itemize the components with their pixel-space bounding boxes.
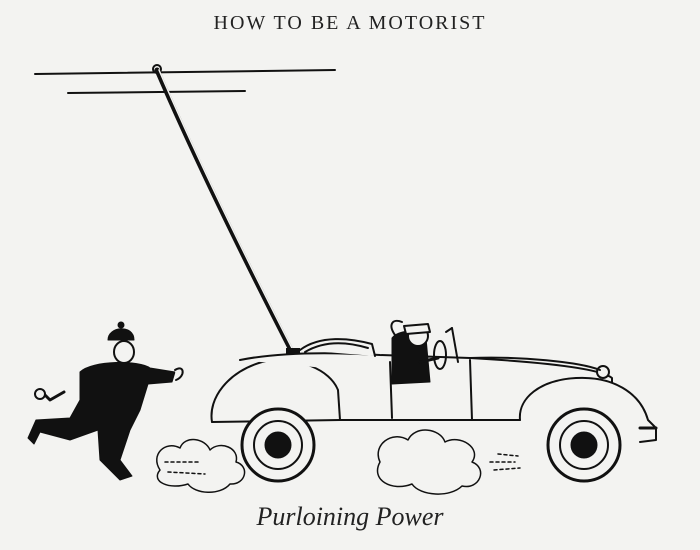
trolley-pole: [154, 67, 300, 358]
front-wheel: [546, 407, 622, 483]
rear-wheel: [240, 407, 316, 483]
driver-figure: [390, 319, 440, 385]
overhead-wires: [34, 64, 336, 94]
dust-clouds: [156, 429, 521, 495]
caption: Purloining Power: [256, 502, 444, 531]
page-title: HOW TO BE A MOTORIST: [213, 12, 487, 34]
policeman-figure: [27, 321, 184, 481]
